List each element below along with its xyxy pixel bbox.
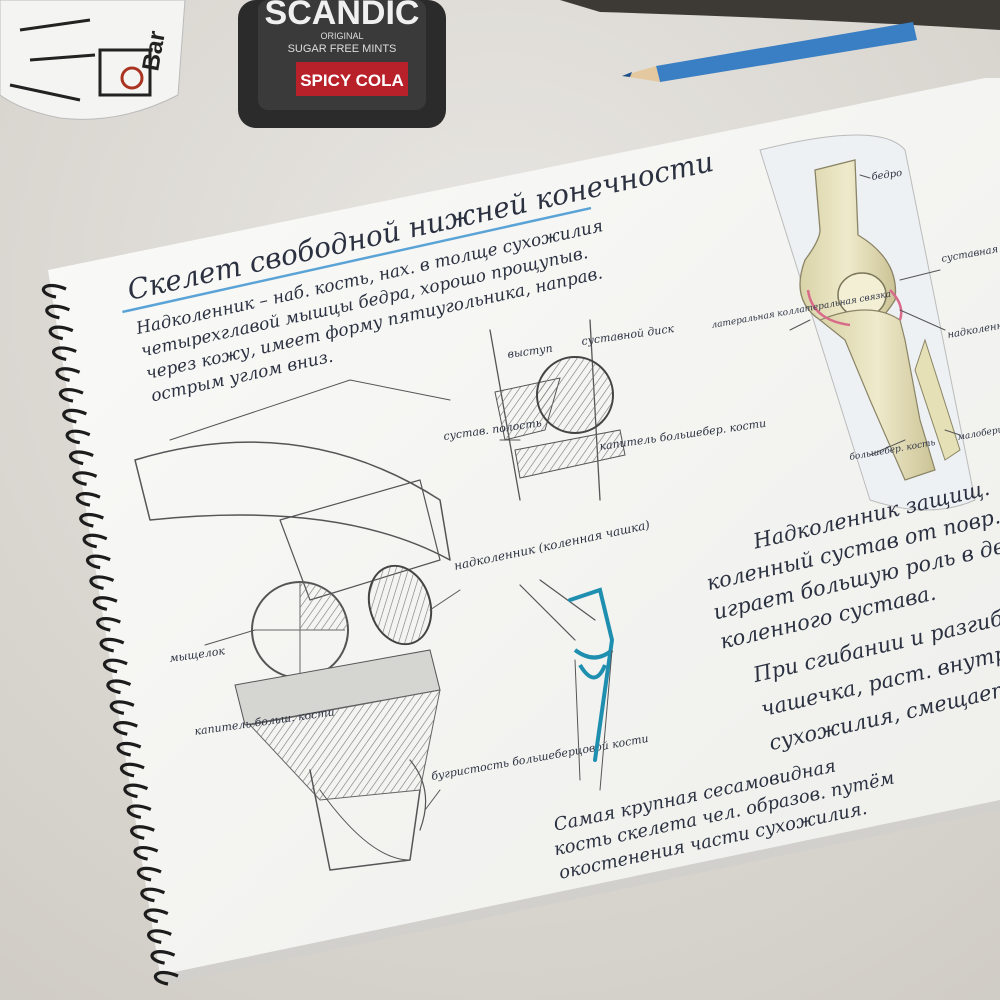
spiral-ring	[109, 700, 135, 715]
spiral-ring	[106, 679, 132, 695]
tin-sub2: SUGAR FREE MINTS	[288, 43, 397, 55]
spiral-ring	[92, 596, 118, 611]
spiral-ring	[123, 783, 149, 799]
label-femur: бедро	[871, 168, 903, 183]
tin-sub1: ORIGINAL	[320, 31, 363, 41]
ligament-sketch	[519, 579, 615, 791]
spiral-ring	[120, 762, 145, 778]
spiral-ring	[89, 575, 115, 591]
spiral-ring	[86, 554, 111, 570]
spiral-ring	[45, 304, 71, 320]
spiral-ring	[69, 450, 94, 466]
spiral-ring	[55, 367, 81, 382]
spiral-ring	[79, 512, 104, 528]
spiral-ring	[130, 825, 155, 840]
spiral-ring	[65, 429, 91, 445]
spiral-ring	[103, 658, 128, 674]
colored-knee-illustration	[759, 134, 976, 511]
spiral-binding	[41, 283, 179, 986]
spiral-ring	[153, 970, 179, 986]
spiral-ring	[41, 283, 67, 299]
pencil-case	[560, 0, 1000, 30]
spiral-ring	[116, 741, 142, 757]
spiral-ring	[82, 533, 108, 549]
spiral-ring	[72, 471, 98, 486]
bottom-text-block: Самая крупная сесамовидная кость скелета…	[552, 755, 896, 883]
spiral-ring	[99, 637, 125, 653]
spiral-ring	[58, 388, 84, 403]
spiral-ring	[75, 492, 101, 507]
spiral-ring	[140, 887, 166, 903]
cup: Bar	[0, 0, 186, 120]
spiral-ring	[150, 950, 176, 965]
spiral-ring	[62, 408, 88, 424]
tin-brand: SCANDIC	[265, 0, 420, 32]
spiral-ring	[96, 617, 121, 632]
blue-pencil	[622, 22, 917, 82]
spiral-ring	[147, 929, 172, 944]
spiral-ring	[113, 721, 138, 736]
spiral-ring	[126, 804, 152, 820]
joint-schematic	[489, 319, 626, 501]
mints-tin: SCANDIC ORIGINAL SUGAR FREE MINTS SPICY …	[238, 0, 446, 128]
label-joint-top: выступ	[507, 342, 554, 361]
tin-flavor: SPICY COLA	[300, 71, 404, 90]
spiral-ring	[143, 908, 169, 924]
knee-pencil-drawing	[134, 379, 461, 871]
spiral-ring	[48, 325, 74, 341]
spiral-ring	[52, 346, 77, 362]
spiral-ring	[133, 846, 159, 861]
spiral-ring	[136, 866, 162, 882]
